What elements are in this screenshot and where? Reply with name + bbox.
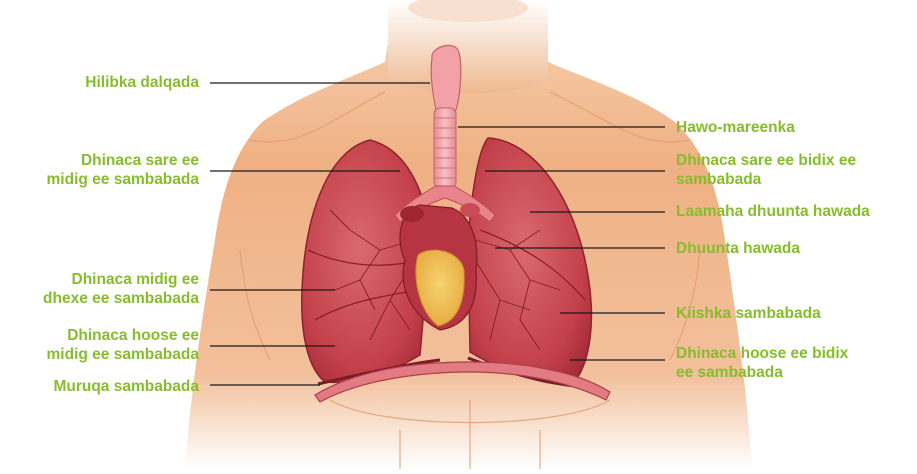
label-larynx: Hilibka dalqada <box>85 73 199 92</box>
label-right-middle-lobe: Dhinaca midig ee dhexe ee sambabada <box>43 270 199 308</box>
label-lung-sac: Kiishka sambabada <box>676 304 821 323</box>
label-trachea: Hawo-mareenka <box>676 118 795 137</box>
label-left-lower-lobe: Dhinaca hoose ee bidix ee sambabada <box>676 344 848 382</box>
label-bronchioles: Laamaha dhuunta hawada <box>676 202 870 221</box>
label-right-upper-lobe: Dhinaca sare ee midig ee sambabada <box>47 151 199 189</box>
label-diaphragm: Muruqa sambabada <box>53 377 199 396</box>
label-left-upper-lobe: Dhinaca sare ee bidix ee sambabada <box>676 151 856 189</box>
larynx-shape <box>431 45 461 110</box>
label-right-lower-lobe: Dhinaca hoose ee midig ee sambabada <box>47 326 199 364</box>
label-bronchus: Dhuunta hawada <box>676 239 800 258</box>
